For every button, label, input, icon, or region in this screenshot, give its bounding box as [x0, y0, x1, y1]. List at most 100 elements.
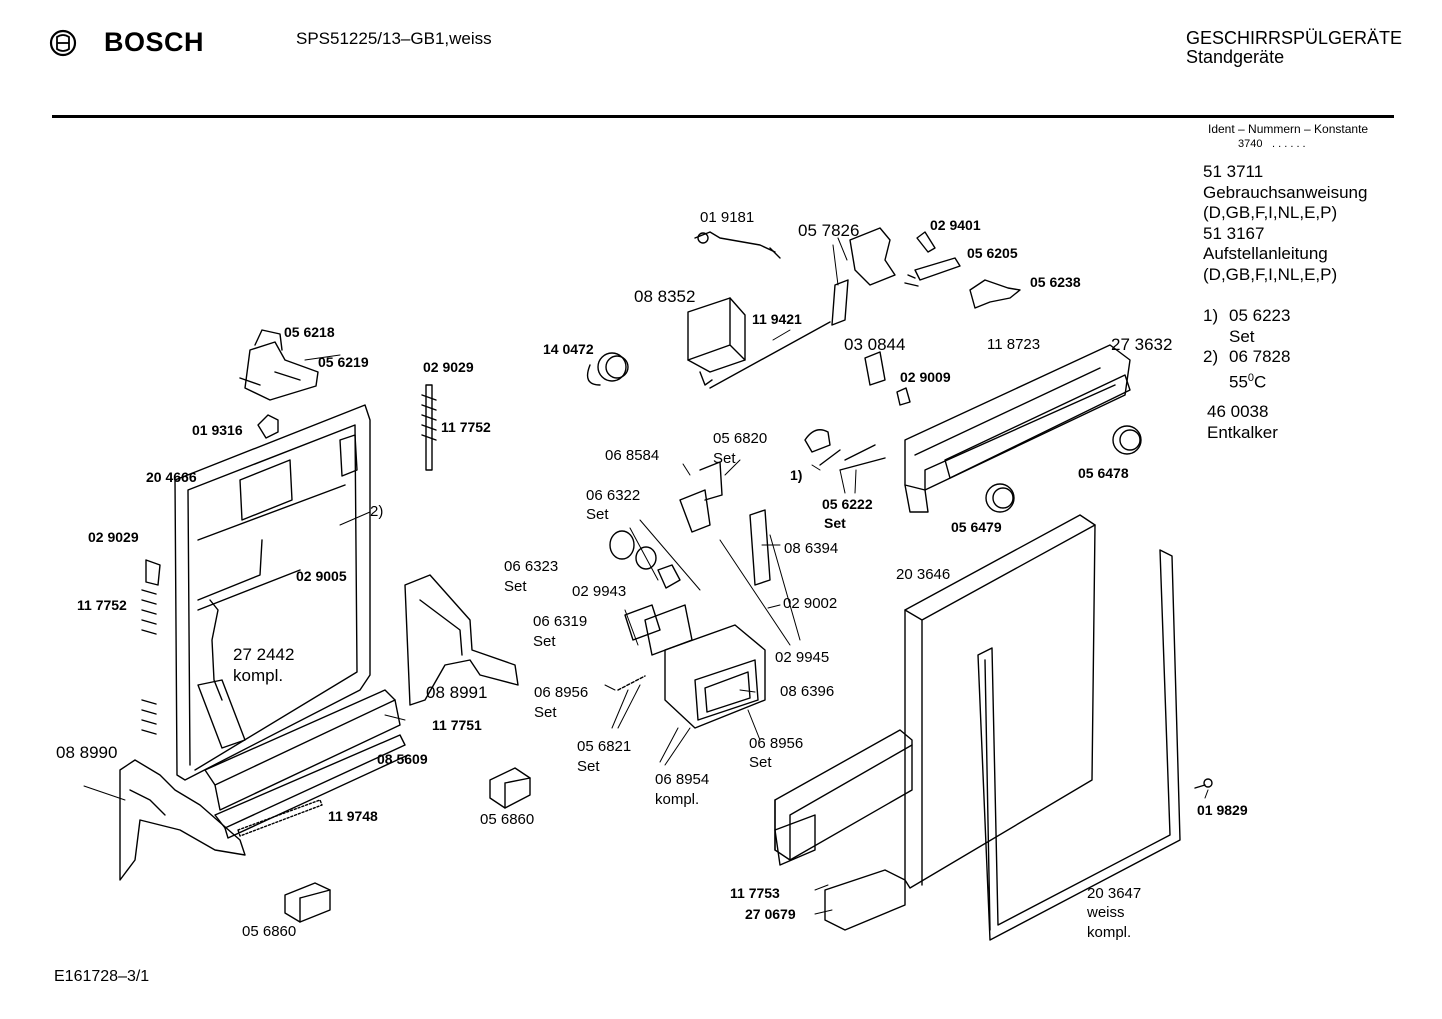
ident-title: Ident – Nummern – Konstante	[1208, 122, 1369, 136]
part-label: 05 6238	[1030, 274, 1081, 290]
part-label: 05 6478	[1078, 465, 1129, 481]
part-label: 11 7753	[730, 885, 780, 901]
part-label: 08 6396	[780, 683, 835, 700]
programmer-timer	[687, 297, 746, 386]
part-label: 03 0844	[844, 335, 906, 354]
part-label: 02 9401	[930, 217, 981, 233]
part-label: 27 3632	[1111, 335, 1173, 354]
insulation-block-upper	[489, 767, 531, 809]
ident-prefix: 3740	[1238, 138, 1263, 150]
part-label: 20 4666	[146, 469, 197, 485]
part-label: 05 6820	[713, 430, 768, 447]
manual-part-number: 51 3711	[1203, 162, 1264, 181]
descaler-number: 46 0038	[1207, 402, 1269, 421]
appliance-subcategory: Standgeräte	[1186, 47, 1285, 67]
part-label: 06 8956	[749, 735, 804, 752]
part-label-note: Set	[577, 758, 600, 775]
footnote-ref-2: 2)	[370, 503, 384, 520]
part-label: 27 2442	[233, 645, 295, 664]
lid-seal	[624, 604, 693, 656]
dispenser-lever	[749, 509, 771, 586]
part-label: 05 6860	[480, 811, 535, 828]
part-label-note: kompl.	[1087, 924, 1132, 941]
part-label: 11 9748	[328, 808, 378, 824]
latch-hook	[969, 279, 1021, 309]
bottom-trim-strip	[204, 689, 401, 811]
dispenser-spring	[617, 675, 646, 691]
part-label: 05 6821	[577, 738, 632, 755]
seal-strip	[237, 799, 323, 837]
dispenser-housing	[664, 624, 766, 729]
part-label: 08 6394	[784, 540, 839, 557]
wire-harness	[197, 599, 246, 749]
control-panel	[904, 344, 1131, 513]
part-label-note: weiss	[1087, 904, 1125, 921]
footnote-2-mark: 2)	[1203, 347, 1219, 366]
door-switch-bracket	[831, 227, 896, 326]
part-label: 06 6322	[586, 487, 641, 504]
part-label-note: Set	[713, 450, 736, 467]
temperature-sensor-cable	[694, 231, 781, 259]
part-label: 11 8723	[987, 336, 1041, 353]
valve-part	[904, 257, 961, 287]
part-label: 05 6860	[242, 923, 297, 940]
part-label-note: Set	[533, 633, 556, 650]
part-label-note: kompl.	[233, 666, 284, 685]
part-label: 02 9002	[783, 595, 838, 612]
door-spring-upper	[421, 384, 437, 471]
part-label: 14 0472	[543, 341, 594, 357]
model-number: SPS51225/13–GB1,weiss	[296, 29, 492, 48]
part-label: 05 6479	[951, 519, 1002, 535]
control-rod	[709, 321, 831, 389]
install-guide-number: 51 3167	[1203, 224, 1265, 243]
part-label: 02 9029	[423, 359, 474, 375]
footnote-2-number: 06 7828	[1229, 347, 1291, 366]
door-spring-left	[141, 559, 161, 735]
part-label: 08 8990	[56, 743, 118, 762]
part-label: 05 7826	[798, 221, 860, 240]
decor-frame	[977, 549, 1181, 941]
part-label: 01 9316	[192, 422, 243, 438]
part-label-note: Set	[534, 704, 557, 721]
control-knob-right	[1112, 425, 1142, 455]
part-label: 01 9829	[1197, 802, 1248, 818]
footnote-1-note: Set	[1229, 327, 1255, 346]
rinse-aid-cap	[609, 530, 681, 589]
manual-languages: (D,GB,F,I,NL,E,P)	[1203, 203, 1338, 222]
bottom-rail	[214, 734, 409, 839]
selector-switch	[804, 429, 886, 471]
hinge-bracket-left	[119, 759, 246, 881]
small-clip-part	[257, 414, 279, 439]
part-label-note: Set	[586, 506, 609, 523]
part-label: 06 8956	[534, 684, 589, 701]
part-label: 06 8954	[655, 771, 710, 788]
document-code: E161728–3/1	[54, 968, 150, 985]
part-label: 08 8352	[634, 287, 696, 306]
install-guide-description: Aufstellanleitung	[1203, 244, 1328, 263]
part-label: 01 9181	[700, 209, 755, 226]
plinth-panel	[774, 729, 913, 861]
part-label: 27 0679	[745, 906, 796, 922]
footnote-2-temperature: 550C	[1229, 372, 1267, 392]
appliance-category: GESCHIRRSPÜLGERÄTE	[1186, 28, 1403, 48]
footnote-ref-1: 1)	[790, 467, 803, 483]
part-label: 02 9009	[900, 369, 951, 385]
leader-lines	[83, 237, 1209, 915]
part-label: 02 9943	[572, 583, 627, 600]
plinth-base	[774, 814, 906, 931]
screw-part	[1194, 778, 1213, 789]
dispenser-clip	[679, 461, 723, 533]
part-label: 06 6323	[504, 558, 559, 575]
footnote-1-number: 05 6223	[1229, 306, 1291, 325]
part-label: 11 7752	[441, 419, 491, 435]
part-label: 08 8991	[426, 683, 488, 702]
ident-dots: . . . . . .	[1272, 138, 1306, 150]
footnote-1-mark: 1)	[1203, 306, 1219, 325]
part-label: 08 5609	[377, 751, 428, 767]
part-label: 05 6218	[284, 324, 335, 340]
part-label: 02 9029	[88, 529, 139, 545]
inner-door-frame	[174, 404, 371, 781]
part-label-note: kompl.	[655, 791, 700, 808]
bosch-armature-logo-icon	[49, 29, 77, 57]
header-divider	[52, 115, 1394, 118]
